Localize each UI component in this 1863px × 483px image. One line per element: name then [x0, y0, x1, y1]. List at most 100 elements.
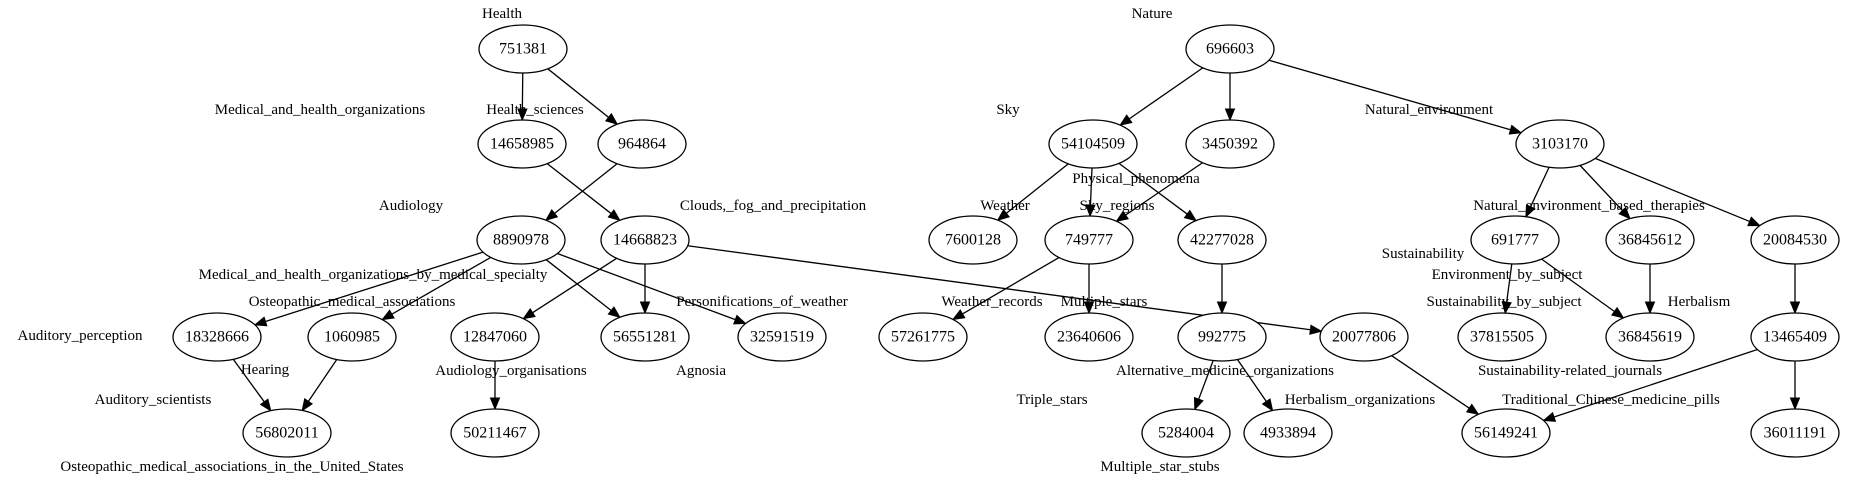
edge-line	[1579, 164, 1623, 212]
node-ellipse	[878, 312, 968, 362]
node-20084530: 20084530	[1750, 215, 1840, 265]
node-ellipse	[1319, 312, 1409, 362]
node-ellipse	[478, 24, 568, 74]
category-label: Nature	[1132, 6, 1173, 22]
node-ellipse	[450, 312, 540, 362]
node-8890978: 8890978	[476, 215, 566, 265]
edge-line	[1553, 348, 1758, 418]
node-label: 54104509	[1061, 136, 1125, 153]
edge-992775-4933894	[1236, 359, 1274, 412]
arrow-head	[1508, 124, 1523, 135]
node-ellipse	[477, 119, 567, 169]
edge-line	[1005, 163, 1069, 214]
edge-13465409-56149241	[1542, 348, 1758, 422]
node-ellipse	[1141, 408, 1231, 458]
edge-14668823-12847060	[522, 257, 617, 320]
node-ellipse	[597, 119, 687, 169]
edge-54104509-42277028	[1118, 162, 1198, 222]
category-label: Health	[482, 6, 522, 22]
node-label: 5284004	[1158, 425, 1214, 442]
arrow-head	[301, 398, 314, 412]
arrow-head	[1644, 301, 1656, 315]
arrow-head	[1115, 210, 1129, 223]
node-14658985: 14658985	[477, 119, 567, 169]
node-ellipse	[1044, 215, 1134, 265]
arrow-head	[1309, 324, 1323, 335]
arrow-head	[1465, 403, 1480, 416]
edge-3103170-691777	[1525, 166, 1550, 218]
edge-line	[1125, 162, 1203, 216]
node-56149241: 56149241	[1461, 408, 1551, 458]
node-label: 13465409	[1763, 329, 1827, 346]
edge-line	[1128, 67, 1204, 120]
category-label: Auditory_scientists	[95, 392, 212, 408]
category-label: Sky	[996, 102, 1020, 118]
edge-line	[1541, 258, 1615, 312]
arrow-head	[951, 309, 966, 321]
edge-992775-5284004	[1193, 360, 1214, 411]
node-691777: 691777	[1470, 215, 1560, 265]
node-751381: 751381	[478, 24, 568, 74]
edge-line	[1594, 157, 1750, 223]
node-label: 23640606	[1057, 329, 1121, 346]
node-label: 36011191	[1764, 425, 1827, 442]
node-54104509: 54104509	[1048, 119, 1138, 169]
edge-696603-54104509	[1119, 67, 1204, 126]
arrow-head	[1618, 206, 1631, 220]
edge-14668823-56551281	[639, 264, 651, 315]
node-label: 8890978	[493, 232, 549, 249]
arrow-head	[1083, 301, 1095, 315]
edge-3103170-36845612	[1579, 164, 1631, 220]
node-ellipse	[600, 215, 690, 265]
edge-line	[1236, 359, 1267, 402]
category-label: Multiple_stars	[1061, 294, 1148, 310]
node-ellipse	[1605, 215, 1695, 265]
node-label: 32591519	[750, 329, 814, 346]
node-ellipse	[172, 312, 262, 362]
category-label: Weather_records	[941, 294, 1042, 310]
edge-line	[962, 256, 1060, 315]
node-label: 20084530	[1763, 232, 1827, 249]
edge-8890978-32591519	[557, 252, 747, 325]
arrow-head	[381, 309, 395, 321]
edge-8890978-18328666	[253, 251, 484, 327]
category-label: Multiple_star_stubs	[1100, 459, 1219, 475]
edge-line	[1391, 355, 1470, 409]
category-label: Natural_environment	[1365, 102, 1494, 118]
arrow-head	[1789, 397, 1801, 411]
edge-749777-23640606	[1083, 264, 1095, 315]
category-label: Audiology	[379, 198, 444, 214]
arrow-head	[607, 209, 621, 222]
node-ellipse	[1048, 119, 1138, 169]
category-label: Sky_regions	[1080, 198, 1155, 214]
category-label: Sustainability-related_journals	[1478, 363, 1662, 379]
arrow-head	[604, 112, 619, 126]
node-label: 36845619	[1618, 329, 1682, 346]
node-label: 56802011	[255, 425, 318, 442]
node-label: 696603	[1206, 41, 1254, 58]
edge-751381-14658985	[517, 72, 528, 122]
node-56802011: 56802011	[242, 408, 332, 458]
category-label: Alternative_medicine_organizations	[1116, 363, 1334, 379]
node-label: 18328666	[185, 329, 249, 346]
node-label: 992775	[1198, 329, 1246, 346]
edge-749777-57261775	[951, 256, 1060, 321]
node-13465409: 13465409	[1750, 312, 1840, 362]
edge-line	[1089, 167, 1093, 206]
node-label: 3450392	[1202, 136, 1258, 153]
node-32591519: 32591519	[737, 312, 827, 362]
category-label: Hearing	[241, 362, 290, 378]
node-36011191: 36011191	[1750, 408, 1840, 458]
category-label: Herbalism_organizations	[1285, 392, 1436, 408]
edge-line	[547, 68, 609, 118]
node-ellipse	[1044, 312, 1134, 362]
node-ellipse	[1470, 215, 1560, 265]
arrow-head	[1789, 301, 1801, 315]
edge-13465409-36011191	[1789, 361, 1801, 411]
node-label: 20077806	[1332, 329, 1396, 346]
category-label: Physical_phenomena	[1072, 171, 1200, 187]
category-label: Health_sciences	[486, 102, 584, 118]
arrow-head	[1193, 396, 1204, 411]
